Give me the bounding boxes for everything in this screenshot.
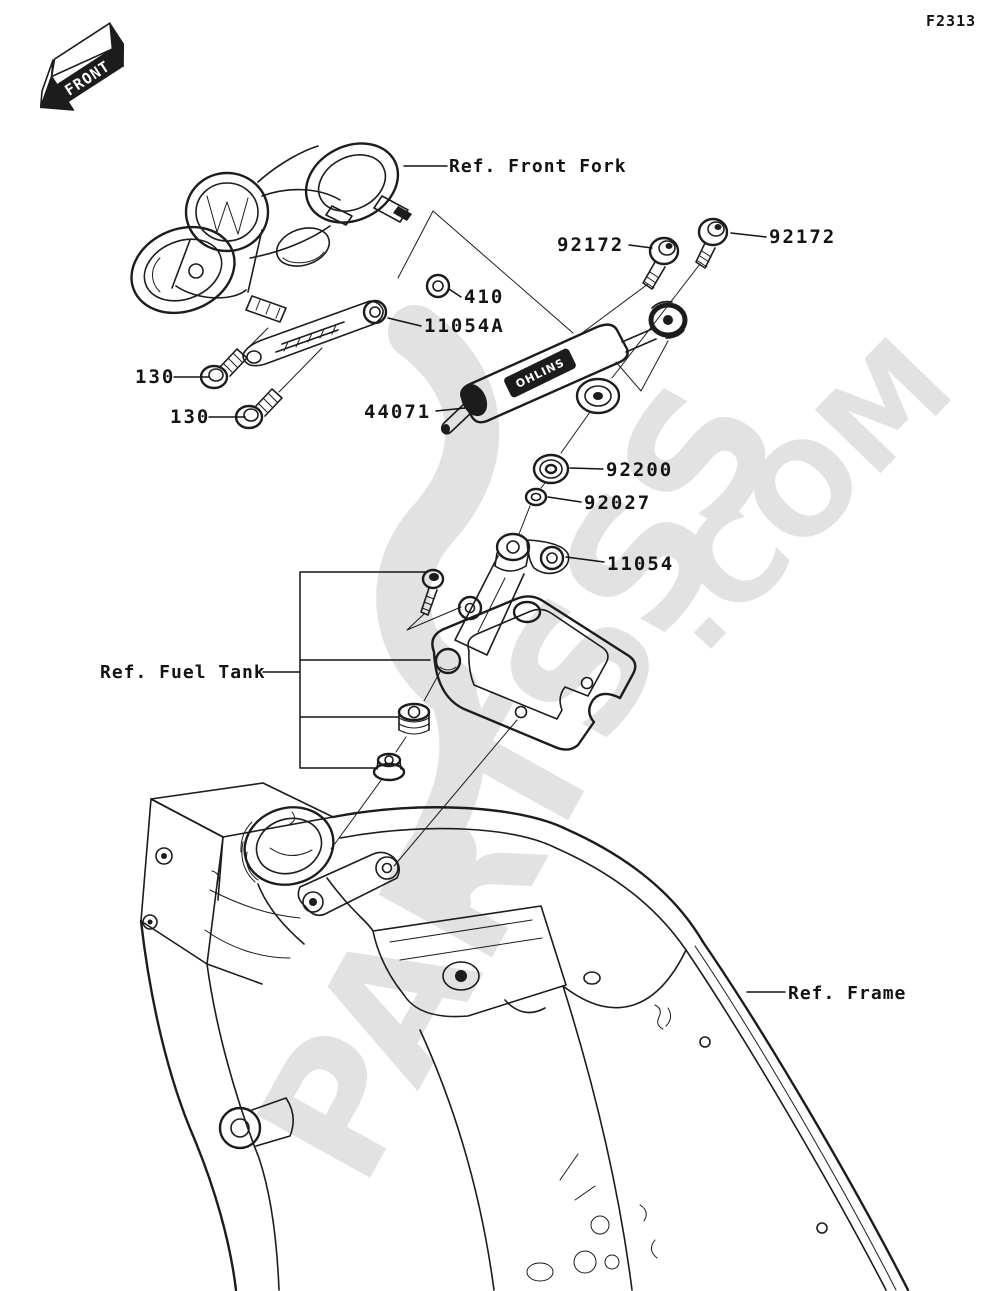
sheet-code: F2313 [926, 12, 976, 30]
part-label: Ref. Front Fork [449, 156, 627, 177]
part-label: Ref. Fuel Tank [100, 662, 266, 683]
label-92172-left: 92172 [557, 234, 653, 256]
part-label: 11054 [607, 553, 674, 575]
bracket-11054-drawing [454, 532, 570, 656]
bolt-92172-right-drawing [695, 217, 729, 269]
grommet-lower-drawing [372, 752, 406, 782]
front-label: FRONT [62, 57, 114, 99]
label-92027: 92027 [547, 492, 651, 514]
bolt-130-upper-drawing [199, 327, 269, 390]
assembly-axis-line [518, 411, 591, 535]
bolt-92172-left-drawing [642, 236, 680, 290]
collar-92027-drawing [524, 487, 548, 507]
label-130-lower: 130 [170, 406, 246, 428]
watermark: PARTSSS .COM [218, 305, 981, 1212]
screw-drawing [406, 568, 462, 631]
label-130-upper: 130 [135, 366, 210, 388]
label-410: 410 [448, 286, 504, 308]
label-92172-right: 92172 [730, 226, 836, 248]
part-label: 92172 [557, 234, 624, 256]
label-ref-frame: Ref. Frame [746, 983, 906, 1004]
fuel-tank-bracket-drawing [330, 595, 637, 867]
grommet-upper-drawing [397, 702, 431, 735]
watermark-swirl-upper [376, 305, 500, 715]
damper-44071-drawing: OHLINS [397, 210, 701, 435]
front-direction-icon: FRONT [39, 22, 125, 111]
part-label: 11054A [424, 315, 505, 337]
part-label: 44071 [364, 401, 431, 423]
label-ref-front-fork: Ref. Front Fork [403, 156, 627, 177]
washer-410-drawing [425, 273, 451, 299]
label-11054: 11054 [565, 553, 674, 575]
washer-92200-drawing [532, 453, 570, 485]
part-label: Ref. Frame [788, 983, 906, 1004]
label-ref-fuel-tank: Ref. Fuel Tank [100, 571, 431, 769]
part-label: 92027 [584, 492, 651, 514]
frame-drawing [139, 782, 910, 1291]
part-label: 410 [464, 286, 504, 308]
part-label: 92172 [769, 226, 836, 248]
part-label: 130 [135, 366, 175, 388]
label-44071: 44071 [364, 401, 466, 423]
front-fork-drawing [130, 142, 412, 323]
part-label: 92200 [606, 459, 673, 481]
label-11054a: 11054A [387, 315, 505, 337]
label-92200: 92200 [569, 459, 673, 481]
part-label: 130 [170, 406, 210, 428]
